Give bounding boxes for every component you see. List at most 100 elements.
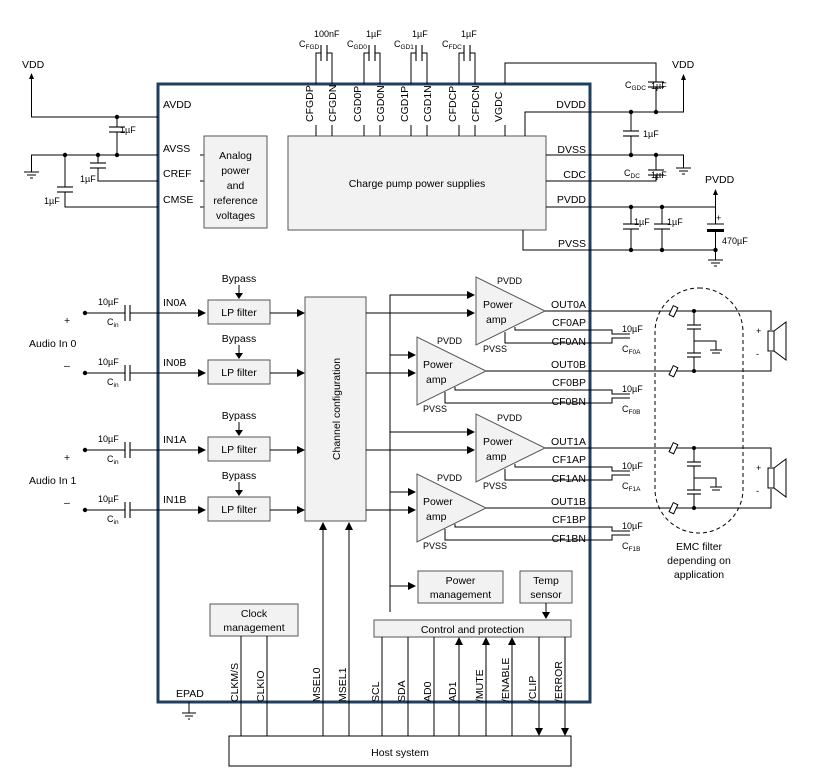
- channel-configuration-block: Channel configuration: [304, 296, 367, 522]
- svg-text:Power: Power: [483, 299, 513, 311]
- svg-text:Bypass: Bypass: [222, 470, 256, 482]
- svg-text:PVSS: PVSS: [483, 481, 507, 491]
- cref-capacitor: 1µF: [80, 155, 158, 184]
- svg-text:/ENABLE: /ENABLE: [500, 658, 512, 702]
- svg-text:CLKM/S: CLKM/S: [229, 663, 241, 702]
- svg-text:CGD1N: CGD1N: [422, 85, 434, 122]
- svg-text:IN1A: IN1A: [163, 434, 186, 446]
- svg-text:470µF: 470µF: [722, 236, 748, 246]
- svg-text:amp: amp: [426, 511, 447, 523]
- svg-text:100nF: 100nF: [314, 29, 340, 39]
- svg-text:1µF: 1µF: [667, 217, 683, 227]
- svg-text:AD0: AD0: [422, 681, 434, 702]
- svg-text:CF0AN: CF0AN: [552, 336, 586, 348]
- svg-text:/MUTE: /MUTE: [474, 669, 486, 702]
- svg-text:Cin: Cin: [107, 317, 119, 329]
- svg-text:AD1: AD1: [447, 681, 459, 702]
- epad-ground: EPAD: [176, 688, 204, 720]
- svg-text:MSEL1: MSEL1: [337, 667, 349, 702]
- svg-text:application: application: [674, 569, 724, 581]
- svg-text:Power: Power: [423, 359, 453, 371]
- svg-text:Power: Power: [423, 496, 453, 508]
- speaker-0: + -: [756, 321, 787, 361]
- pin-cmse: CMSE: [163, 194, 193, 206]
- svg-text:1µF: 1µF: [120, 125, 136, 135]
- speaker-1: + -: [756, 458, 787, 498]
- svg-text:Power: Power: [483, 436, 513, 448]
- svg-text:IN0A: IN0A: [163, 297, 186, 309]
- svg-text:1µF: 1µF: [634, 217, 650, 227]
- svg-text:IN1B: IN1B: [163, 494, 186, 506]
- audio-in-1-label: Audio In 1: [29, 475, 76, 487]
- svg-text:10µF: 10µF: [98, 494, 119, 504]
- chargepump-internal-links: [522, 111, 590, 251]
- svg-text:amp: amp: [486, 451, 507, 463]
- emc-filter-region: EMC filter depending on application: [654, 287, 744, 581]
- pin-avdd: AVDD: [163, 99, 192, 111]
- top-flying-capacitors: 100nF CFGD 1µF CGD0 1µF CGD1 1µF CFDC: [299, 29, 657, 84]
- svg-text:CFDCN: CFDCN: [470, 85, 482, 122]
- svg-text:+: +: [64, 452, 70, 464]
- svg-text:LP filter: LP filter: [221, 504, 257, 516]
- svg-text:CGDC: CGDC: [625, 80, 646, 92]
- output-wiring-0: [590, 304, 772, 378]
- svg-text:CFDC: CFDC: [442, 39, 462, 51]
- power-management-block: Power management: [417, 570, 504, 604]
- svg-text:Temp: Temp: [533, 575, 559, 587]
- cgdc-capacitor: CGDC 1µF: [625, 80, 667, 115]
- svg-text:PVDD: PVDD: [437, 473, 463, 483]
- cmse-capacitor: 1µF: [44, 155, 158, 208]
- audio-in-0-label: Audio In 0: [29, 338, 76, 350]
- svg-text:CGD0: CGD0: [347, 39, 367, 51]
- svg-text:CF0BN: CF0BN: [552, 396, 586, 408]
- svg-text:Cin: Cin: [107, 377, 119, 389]
- svg-text:PVSS: PVSS: [423, 404, 447, 414]
- svg-text:+: +: [716, 213, 721, 223]
- dvdd-capacitor: 1µF: [623, 109, 659, 155]
- svg-text:Power: Power: [446, 575, 476, 587]
- pin-dvdd: DVDD: [556, 99, 586, 111]
- svg-text:management: management: [430, 589, 491, 601]
- svg-text:amp: amp: [426, 374, 447, 386]
- svg-text:10µF: 10µF: [622, 324, 643, 334]
- svg-text:1µF: 1µF: [651, 81, 667, 91]
- svg-text:-: -: [756, 486, 759, 496]
- svg-text:VDD: VDD: [672, 59, 695, 71]
- svg-text:CFGDN: CFGDN: [327, 85, 339, 122]
- svg-text:CF1BN: CF1BN: [552, 533, 586, 545]
- svg-text:depending on: depending on: [667, 555, 731, 567]
- svg-text:PVDD: PVDD: [497, 413, 523, 423]
- svg-text:CGD1: CGD1: [394, 39, 414, 51]
- svg-text:CF1BP: CF1BP: [552, 514, 586, 526]
- svg-text:+: +: [756, 326, 761, 336]
- bottom-signal-lines: [240, 636, 569, 736]
- top-pin-stubs: [315, 125, 506, 136]
- svg-text:LP filter: LP filter: [221, 367, 257, 379]
- pin-pvss: PVSS: [558, 238, 586, 250]
- clock-management-block: Clock management: [209, 603, 299, 637]
- svg-text:Channel configuration: Channel configuration: [331, 358, 343, 460]
- svg-text:CGD1P: CGD1P: [399, 86, 411, 122]
- svg-text:1µF: 1µF: [461, 29, 477, 39]
- svg-text:CF0BP: CF0BP: [552, 377, 586, 389]
- svg-text:1µF: 1µF: [80, 174, 96, 184]
- svg-text:CF0A: CF0A: [622, 344, 641, 356]
- svg-text:1µF: 1µF: [44, 196, 60, 206]
- svg-text:LP filter: LP filter: [221, 307, 257, 319]
- pin-cdc: CDC: [563, 169, 586, 181]
- svg-text:LP filter: LP filter: [221, 444, 257, 456]
- svg-text:OUT1A: OUT1A: [551, 436, 586, 448]
- svg-text:CFGD: CFGD: [299, 39, 320, 51]
- cdc-capacitor: CDC 1µF: [590, 155, 667, 182]
- output-wiring-1: [590, 441, 772, 515]
- svg-text:SDA: SDA: [396, 680, 408, 702]
- power-amp-0b: Power amp PVDD PVSS OUT0B CF0BP CF0BN: [416, 336, 590, 414]
- svg-text:/ERROR: /ERROR: [553, 661, 565, 702]
- power-amp-0a: Power amp PVDD PVSS OUT0A CF0AP CF0AN: [475, 276, 590, 354]
- svg-text:Bypass: Bypass: [222, 333, 256, 345]
- control-protection-block: Control and protection: [373, 619, 572, 638]
- msel-lines: [319, 522, 353, 736]
- input-channel-in1b: 10µF Cin IN1B Bypass LP filter: [82, 470, 305, 526]
- svg-text:Control and protection: Control and protection: [421, 624, 524, 636]
